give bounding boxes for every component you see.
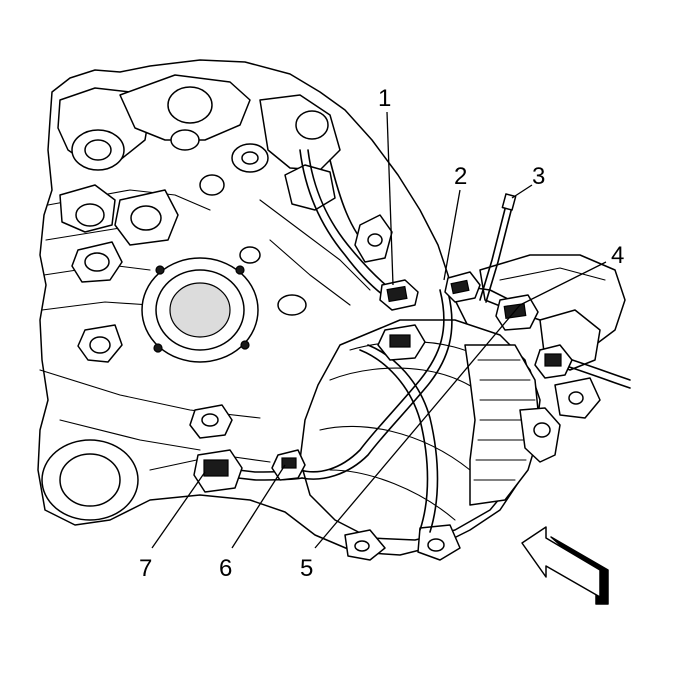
callout-4: 4	[611, 242, 624, 269]
callout-6: 6	[219, 555, 232, 582]
dipstick-3	[479, 193, 517, 303]
callout-labels: 1 2 3 4 5 6 7	[139, 85, 624, 582]
callout-1: 1	[378, 85, 391, 112]
leader-1	[386, 111, 394, 286]
transaxle-housing	[37, 59, 561, 561]
leader-6	[231, 464, 286, 549]
leader-7	[151, 471, 206, 549]
callout-2: 2	[454, 163, 467, 190]
leader-lines	[151, 111, 607, 549]
connector-1	[354, 214, 419, 311]
leader-4	[519, 261, 607, 306]
callout-5: 5	[300, 555, 313, 582]
connector-4	[495, 294, 539, 331]
leader-3	[511, 184, 533, 199]
leader-5	[314, 304, 521, 549]
connector-2	[444, 271, 481, 303]
leader-2	[443, 189, 461, 281]
callout-3: 3	[532, 163, 545, 190]
connector-5	[377, 324, 573, 379]
mount-bracket	[479, 254, 626, 419]
connector-7	[189, 404, 243, 493]
callout-7: 7	[139, 555, 152, 582]
view-direction-arrow-icon	[521, 526, 609, 605]
